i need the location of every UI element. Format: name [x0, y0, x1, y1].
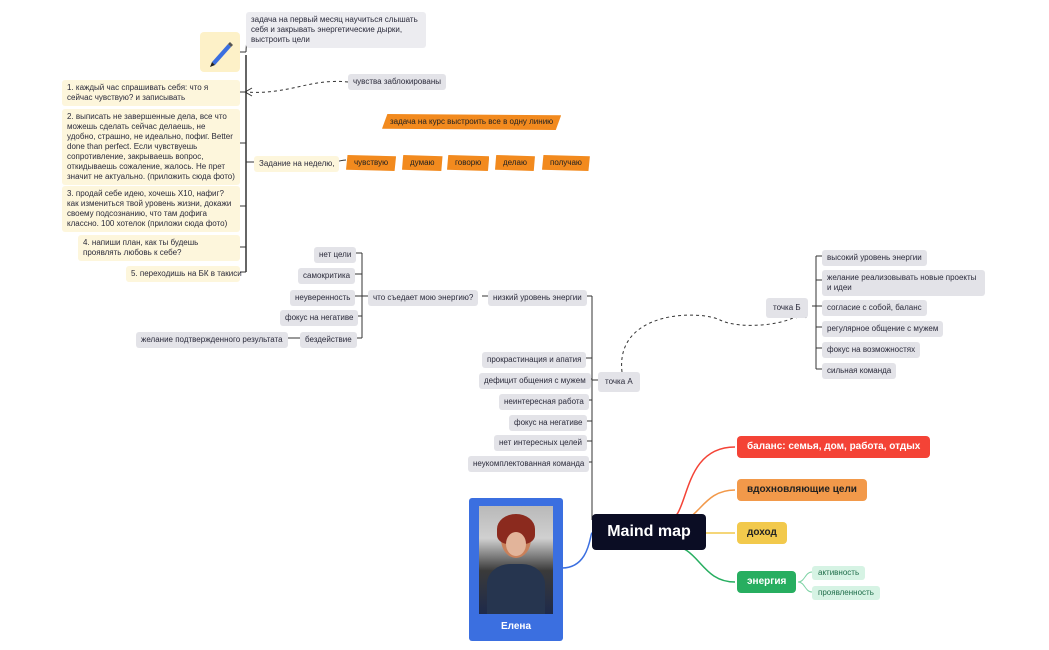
task-item-4[interactable]: 4. напиши план, как ты будешь проявлять … [78, 235, 240, 261]
point-a-item[interactable]: фокус на негативе [509, 415, 588, 431]
center-node[interactable]: Maind map [592, 514, 706, 550]
point-b-item[interactable]: регулярное общение с мужем [822, 321, 944, 337]
week-task[interactable]: Задание на неделю, [254, 156, 340, 172]
chain-do[interactable]: делаю [495, 155, 535, 171]
question-item[interactable]: самокритика [298, 268, 356, 284]
feelings-note[interactable]: чувства заблокированы [348, 74, 447, 90]
question-item[interactable]: бездействие [300, 332, 357, 348]
question-item[interactable]: фокус на негативе [280, 310, 359, 326]
month-task-note[interactable]: задача на первый месяц научиться слышать… [246, 12, 426, 48]
course-task[interactable]: задача на курс выстроить все в одну лини… [382, 114, 562, 130]
task-item-5[interactable]: 5. переходишь на БК в такиси [126, 266, 242, 282]
branch-income[interactable]: доход [737, 522, 787, 544]
point-a-item[interactable]: неукомплектованная команда [468, 456, 590, 472]
point-b-item[interactable]: высокий уровень энергии [822, 250, 927, 266]
energy-child-activity[interactable]: активность [812, 566, 866, 580]
task-item-2[interactable]: 2. выписать не завершенные дела, все что… [62, 109, 240, 185]
energy-child-visibility[interactable]: проявленность [812, 586, 880, 600]
point-b-item[interactable]: сильная команда [822, 363, 897, 379]
branch-energy[interactable]: энергия [737, 571, 797, 593]
person-photo [479, 506, 553, 614]
point-a-item[interactable]: неинтересная работа [499, 394, 589, 410]
task-item-3[interactable]: 3. продай себе идею, хочешь Х10, нафиг? … [62, 186, 240, 232]
task-item-1[interactable]: 1. каждый час спрашивать себя: что я сей… [62, 80, 240, 106]
branch-goals[interactable]: вдохновляющие цели [737, 479, 867, 501]
chain-feel[interactable]: чувствую [346, 155, 397, 171]
profile-name: Елена [500, 621, 532, 632]
point-a-item[interactable]: прокрастинация и апатия [482, 352, 587, 368]
chain-get[interactable]: получаю [542, 155, 590, 171]
point-a-item[interactable]: дефицит общения с мужем [479, 373, 591, 389]
question-item[interactable]: неуверенность [290, 290, 356, 306]
branch-balance[interactable]: баланс: семья, дом, работа, отдых [737, 436, 931, 458]
pen-icon [200, 32, 240, 72]
question-sub-item[interactable]: желание подтвержденного результата [136, 332, 288, 348]
point-b-item[interactable]: согласие с собой, баланс [822, 300, 927, 316]
point-a-item[interactable]: нет интересных целей [494, 435, 587, 451]
point-a-item[interactable]: низкий уровень энергии [488, 290, 587, 306]
chain-say[interactable]: говорю [447, 155, 490, 171]
question-item[interactable]: нет цели [314, 247, 357, 263]
chain-think[interactable]: думаю [402, 155, 443, 171]
energy-question[interactable]: что съедает мою энергию? [368, 290, 479, 306]
point-a-node[interactable]: точка А [598, 372, 640, 392]
profile-card[interactable]: Елена [469, 498, 563, 641]
point-b-node[interactable]: точка Б [766, 298, 808, 318]
point-b-item[interactable]: фокус на возможностях [822, 342, 921, 358]
point-b-item[interactable]: желание реализовывать новые проекты и ид… [822, 270, 985, 296]
